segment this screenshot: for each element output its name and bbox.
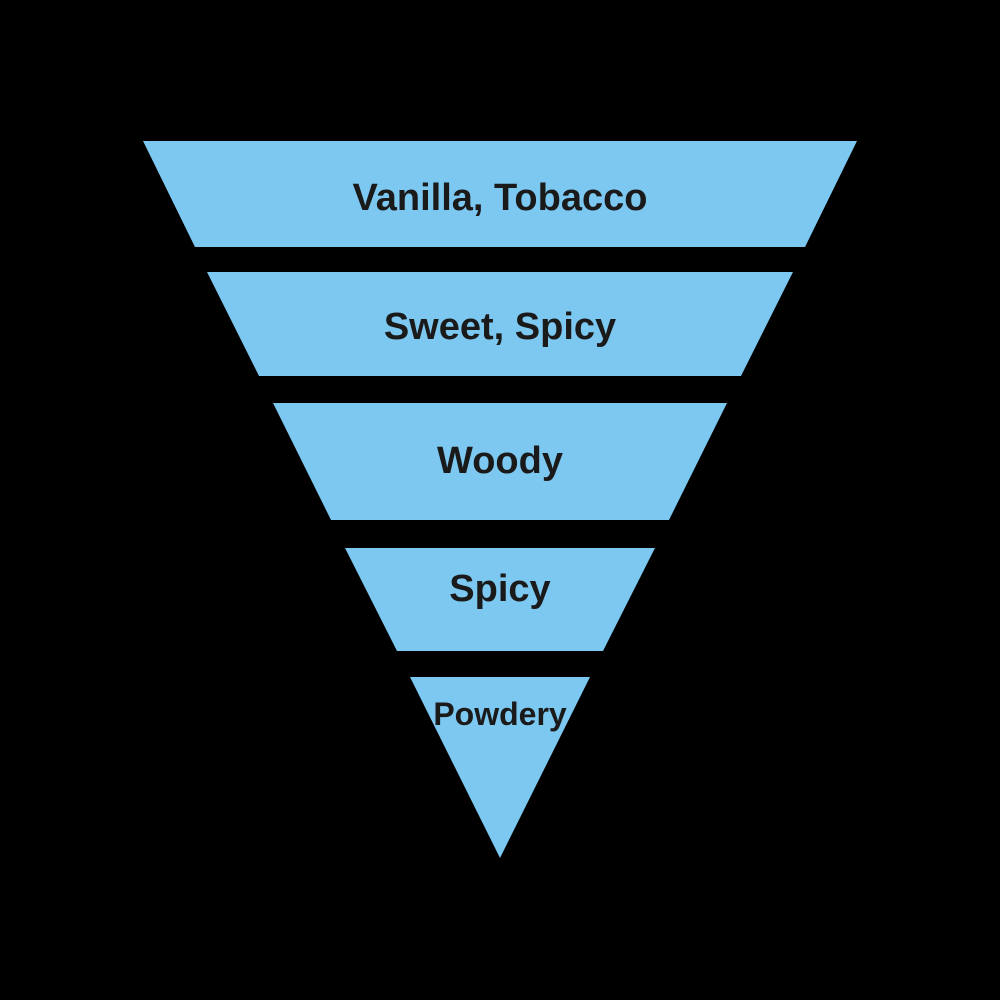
funnel-segment-vanilla-tobacco: [143, 141, 857, 247]
segment-label-sweet-spicy: Sweet, Spicy: [384, 306, 616, 348]
segment-label-woody: Woody: [437, 440, 563, 482]
funnel-segment-spicy: [345, 548, 655, 651]
segment-label-spicy: Spicy: [449, 568, 550, 610]
funnel-segment-powdery: [410, 677, 590, 858]
funnel-segment-woody: [273, 403, 727, 520]
funnel-segment-sweet-spicy: [207, 272, 793, 376]
segment-label-powdery: Powdery: [433, 696, 567, 732]
segment-label-vanilla-tobacco: Vanilla, Tobacco: [353, 177, 648, 219]
